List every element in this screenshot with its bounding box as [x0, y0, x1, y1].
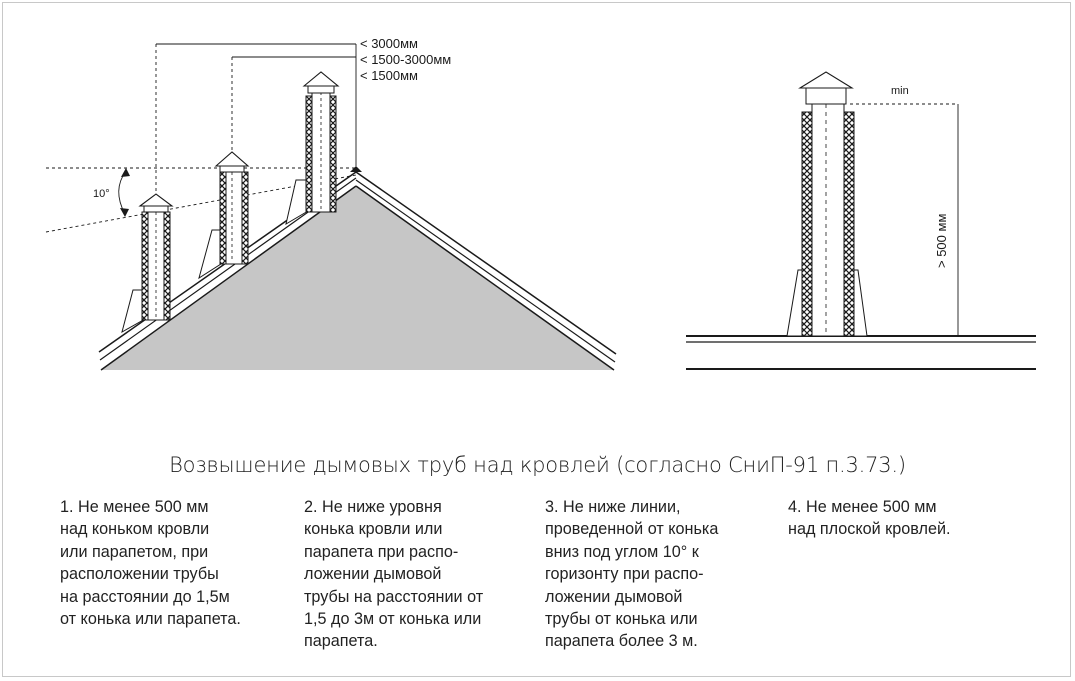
- label-flat-height: > 500 мм: [934, 214, 949, 268]
- note-1-line: над коньком кровли: [60, 520, 210, 539]
- note-3-line: проведенной от конька: [545, 520, 719, 539]
- note-3-line: 3. Не ниже линии,: [545, 498, 681, 516]
- note-4: 4. Не менее 500 мм над плоской кровлей.: [788, 496, 1006, 541]
- chimney-far-tall: [285, 71, 340, 226]
- note-3-line: горизонту при распо-: [545, 565, 704, 584]
- chimney-mid-distance: [198, 151, 250, 280]
- chimney-near-ridge-low: [121, 193, 174, 334]
- note-3-line: ложении дымовой: [545, 587, 683, 606]
- note-1-line: или парапетом, при: [60, 542, 209, 561]
- chimney-flat-roof: [786, 71, 868, 337]
- label-angle: 10°: [93, 188, 110, 200]
- note-2-line: трубы на расстоянии от: [304, 587, 484, 606]
- note-2-line: ложении дымовой: [304, 565, 442, 584]
- guide-lines: [45, 43, 357, 233]
- note-2: 2. Не ниже уровня конька кровли или пара…: [304, 496, 520, 653]
- note-1-line: от конька или парапета.: [60, 610, 241, 629]
- note-3-line: вниз под углом 10° к: [545, 542, 699, 561]
- note-2-line: парапета.: [304, 632, 378, 651]
- pitched-roof: [98, 166, 617, 371]
- roof-gable: [101, 186, 614, 370]
- label-height-1500: < 1500мм: [360, 68, 418, 83]
- note-1-line: 1. Не менее 500 мм: [60, 498, 209, 516]
- note-2-line: парапета при распо-: [304, 542, 459, 561]
- label-height-3000: < 3000мм: [360, 36, 418, 51]
- note-2-line: 2. Не ниже уровня: [304, 498, 442, 516]
- note-3-line: парапета более 3 м.: [545, 632, 698, 651]
- note-3-line: трубы от конька или: [545, 610, 698, 629]
- flat-dimension-lines: [850, 103, 959, 336]
- note-1: 1. Не менее 500 мм над коньком кровли ил…: [60, 496, 280, 630]
- note-2-line: 1,5 до 3м от конька или: [304, 610, 482, 629]
- note-1-line: на расстоянии до 1,5м: [60, 587, 230, 606]
- note-2-line: конька кровли или: [304, 520, 443, 539]
- note-4-line: над плоской кровлей.: [788, 520, 951, 539]
- note-1-line: расположении трубы: [60, 565, 219, 584]
- label-height-1500-3000: < 1500-3000мм: [360, 52, 451, 67]
- note-3: 3. Не ниже линии, проведенной от конька …: [545, 496, 763, 653]
- flat-roof: [686, 335, 1036, 370]
- figure-caption: Возвышение дымовых труб над кровлей (сог…: [169, 453, 906, 477]
- note-4-line: 4. Не менее 500 мм: [788, 498, 937, 516]
- label-min: min: [891, 85, 909, 97]
